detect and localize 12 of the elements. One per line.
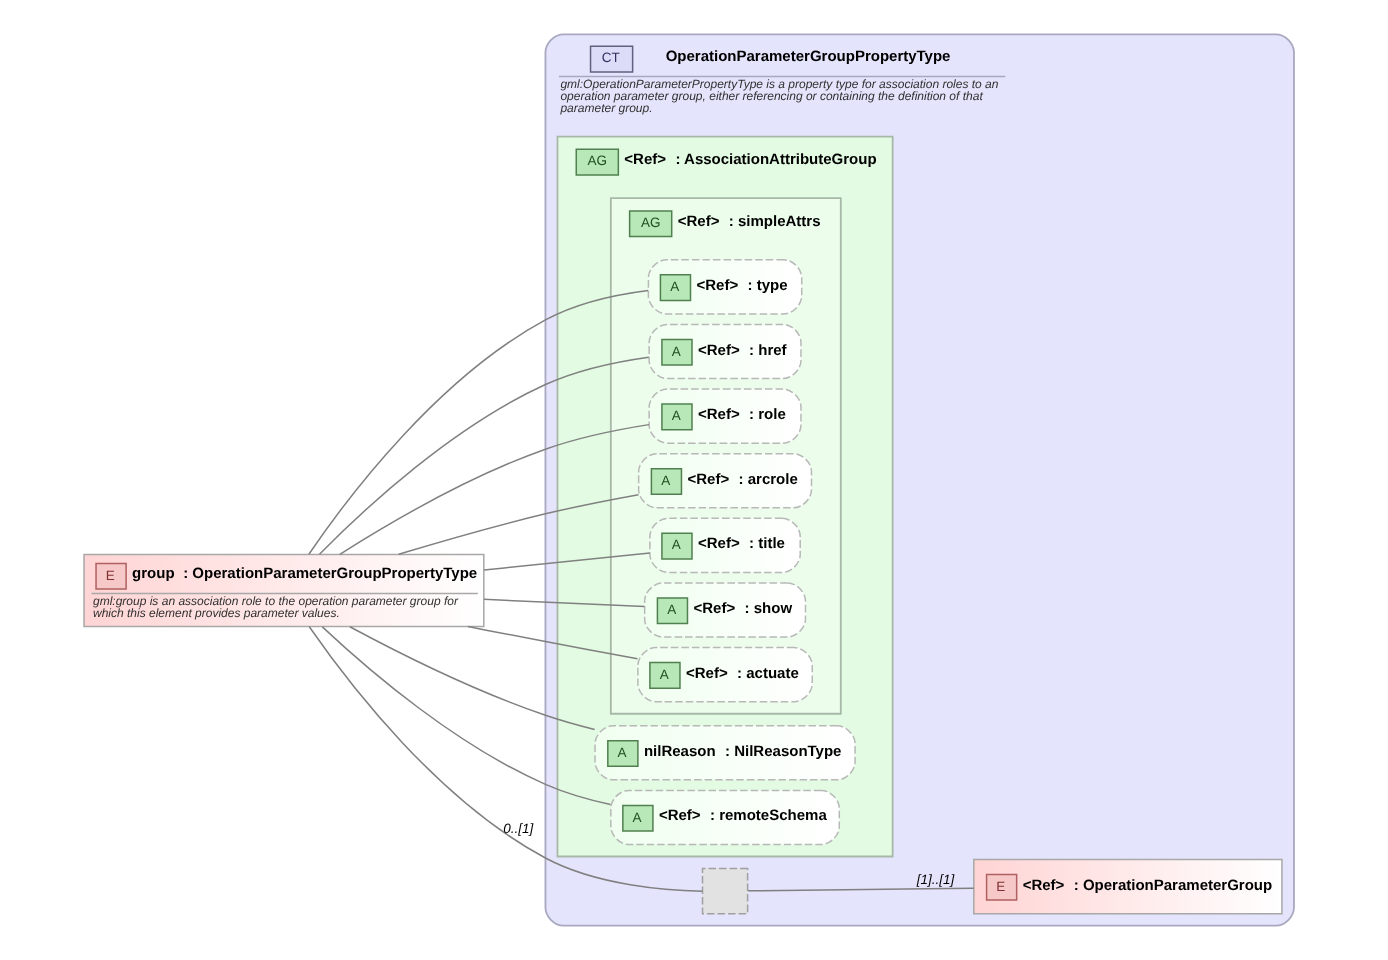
connector bbox=[307, 289, 648, 555]
connector bbox=[307, 626, 703, 892]
node-box bbox=[700, 867, 748, 915]
connector bbox=[466, 625, 638, 660]
connector bbox=[396, 493, 639, 556]
connector bbox=[338, 423, 649, 556]
connector bbox=[317, 356, 649, 555]
connector bbox=[348, 626, 595, 731]
connector bbox=[482, 598, 645, 608]
connector bbox=[746, 887, 974, 892]
connector bbox=[320, 626, 611, 806]
connector bbox=[482, 552, 650, 571]
